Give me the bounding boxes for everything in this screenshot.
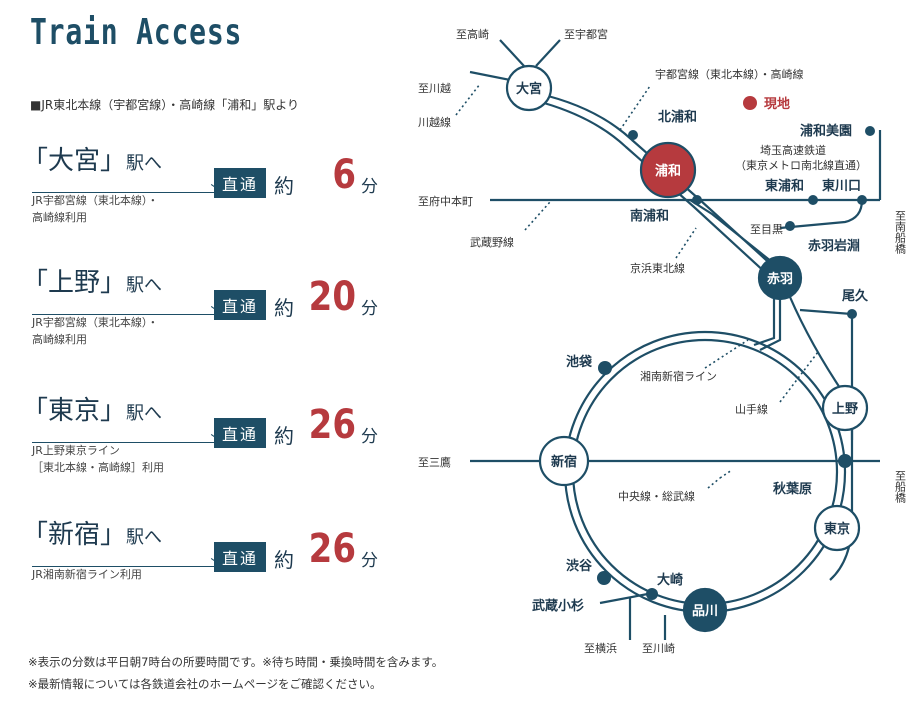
current-location-marker (743, 96, 757, 110)
urawa-label: 浦和 (655, 163, 681, 179)
route-omiya: 「大宮」駅へ 直通 約 6 分 JR宇都宮線（東北本線）・高崎線利用 (22, 140, 392, 250)
yamanote-line-label: 山手線 (735, 402, 768, 416)
dir-mitaka-label: 至三鷹 (418, 455, 451, 469)
page-title: Train Access (30, 12, 243, 53)
direct-badge: 直通 (214, 418, 266, 448)
dir-takasaki-label: 至高崎 (456, 27, 489, 41)
approx-label: 約 (274, 424, 294, 448)
omiya-label: 大宮 (516, 81, 542, 97)
route-shinjuku: 「新宿」駅へ 直通 約 26 分 JR湘南新宿ライン利用 (22, 514, 392, 624)
dir-fuchu-label: 至府中本町 (418, 194, 473, 208)
urawamisono-label: 浦和美園 (800, 123, 852, 139)
shinjuku-label: 新宿 (551, 454, 577, 470)
station-shinagawa (682, 587, 728, 633)
dir-meguro-label: 至目黒 (750, 223, 783, 236)
station-akabane (757, 255, 803, 301)
station-dot (865, 126, 875, 136)
dir-kawagoe-label: 至川越 (418, 81, 451, 95)
shinagawa-label: 品川 (692, 604, 718, 619)
route-map: 大宮 浦和 赤羽 上野 東京 品川 新宿 北浦和 南浦和 浦和美園 東浦和 東川… (418, 27, 907, 655)
station-dot (597, 571, 611, 585)
direct-badge: 直通 (214, 290, 266, 320)
minutes-unit: 分 (361, 299, 378, 319)
current-location-label: 現地 (764, 96, 790, 112)
direct-badge: 直通 (214, 168, 266, 198)
saitama-rapid-sub-label: （東京メトロ南北線直通） (735, 158, 867, 172)
route-underline (32, 302, 222, 315)
station-dot (838, 454, 852, 468)
tokyo-label: 東京 (824, 521, 850, 537)
dir-yokohama-label: 至横浜 (584, 641, 617, 655)
station-ueno (821, 384, 869, 432)
shibuya-label: 渋谷 (566, 558, 593, 574)
approx-label: 約 (274, 548, 294, 572)
route-tokyo: 「東京」駅へ 直通 約 26 分 JR上野東京ライン［東北本線・高崎線］利用 (22, 390, 392, 500)
footnote-time: ※表示の分数は平日朝7時台の所要時間です。※待ち時間・乗換時間を含みます。 (28, 655, 444, 669)
direct-badge: 直通 (214, 542, 266, 572)
minutes-unit: 分 (361, 177, 378, 197)
station-shinjuku (538, 435, 590, 487)
station-dot (785, 221, 795, 231)
approx-label: 約 (274, 296, 294, 320)
chuo-sobu-line-label: 中央線・総武線 (618, 489, 695, 503)
osaki-label: 大崎 (657, 572, 683, 588)
musashino-line-label: 武蔵野線 (470, 235, 514, 249)
destination-label: 「新宿」駅へ (22, 520, 163, 550)
station-dot (847, 309, 857, 319)
dir-kawasaki-label: 至川崎 (642, 641, 675, 655)
station-omiya (505, 64, 553, 112)
akihabara-label: 秋葉原 (773, 481, 812, 497)
shonan-shinjuku-line-label: 湘南新宿ライン (640, 369, 717, 383)
route-note: JR上野東京ライン［東北本線・高崎線］利用 (32, 444, 164, 474)
destination-label: 「上野」駅へ (22, 268, 163, 298)
route-note: JR湘南新宿ライン利用 (32, 568, 142, 581)
approx-label: 約 (274, 174, 294, 198)
station-dot (857, 195, 867, 205)
dir-funabashi-label: 至船橋 (894, 470, 907, 504)
dir-minamifunabashi-label: 至南船橋 (894, 210, 907, 255)
station-dot (692, 195, 702, 205)
oku-label: 尾久 (842, 288, 869, 304)
station-dot (628, 130, 638, 140)
station-urawa (639, 141, 697, 199)
station-dot (598, 361, 612, 375)
station-tokyo (813, 504, 861, 552)
akabaneiwabuchi-label: 赤羽岩淵 (808, 238, 860, 254)
travel-minutes: 20 (308, 274, 356, 320)
ikebukuro-label: 池袋 (566, 354, 593, 370)
travel-minutes: 26 (308, 402, 356, 448)
route-ueno: 「上野」駅へ 直通 約 20 分 JR宇都宮線（東北本線）・高崎線利用 (22, 262, 392, 372)
minutes-unit: 分 (361, 427, 378, 447)
route-underline (32, 554, 222, 567)
dir-utsunomiya-label: 至宇都宮 (564, 27, 608, 41)
musashikosugi-label: 武蔵小杉 (532, 598, 584, 614)
kitaurawa-label: 北浦和 (658, 109, 697, 125)
higashiurawa-label: 東浦和 (765, 178, 804, 194)
travel-minutes: 6 (332, 152, 356, 198)
destination-label: 「大宮」駅へ (22, 146, 163, 176)
saitama-rapid-label: 埼玉高速鉄道 (760, 143, 826, 157)
keihin-tohoku-line-label: 京浜東北線 (630, 261, 685, 275)
route-underline (32, 430, 222, 443)
station-dot (646, 588, 658, 600)
station-dot (808, 195, 818, 205)
utsunomiya-takasaki-line-label: 宇都宮線（東北本線）・高崎線 (655, 67, 804, 81)
kawagoe-line-label: 川越線 (418, 115, 451, 129)
minutes-unit: 分 (361, 551, 378, 571)
route-underline (32, 180, 222, 193)
route-note: JR宇都宮線（東北本線）・高崎線利用 (32, 194, 159, 224)
akabane-label: 赤羽 (767, 271, 793, 287)
footnote-info: ※最新情報については各鉄道会社のホームページをご確認ください。 (28, 677, 382, 691)
ueno-label: 上野 (832, 402, 858, 417)
origin-subtitle: ■JR東北本線（宇都宮線）・高崎線「浦和」駅より (30, 98, 299, 112)
minamiurawa-label: 南浦和 (630, 208, 669, 224)
travel-minutes: 26 (308, 526, 356, 572)
route-note: JR宇都宮線（東北本線）・高崎線利用 (32, 316, 159, 346)
destination-label: 「東京」駅へ (22, 396, 163, 426)
higashikawaguchi-label: 東川口 (822, 178, 861, 194)
